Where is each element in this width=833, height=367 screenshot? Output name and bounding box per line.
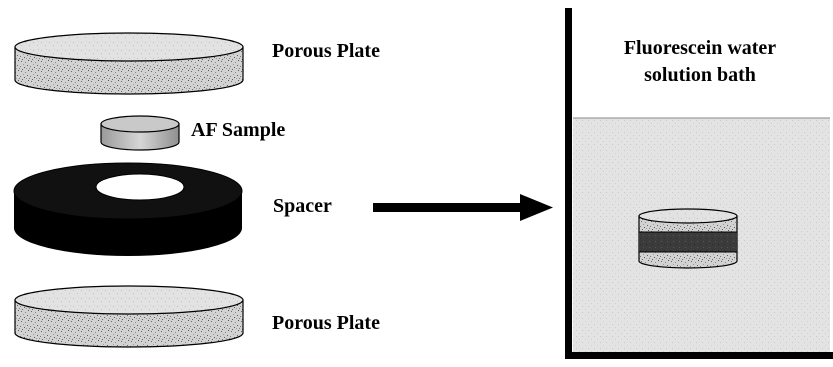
- porous-plate-top-label: Porous Plate: [272, 40, 380, 62]
- porous-plate-bottom-label: Porous Plate: [272, 312, 380, 334]
- af-sample-label: AF Sample: [191, 119, 286, 141]
- porous-plate-bottom: [14, 285, 244, 348]
- spacer: [13, 162, 243, 256]
- right-arrow-icon: [373, 194, 553, 221]
- af-sample: [100, 115, 180, 151]
- bath-title-line-2: solution bath: [644, 64, 756, 86]
- bath-title: Fluorescein water solution bath: [570, 35, 830, 89]
- bath-title-line-1: Fluorescein water: [623, 37, 777, 59]
- spacer-label: Spacer: [273, 195, 332, 217]
- sample-sandwich: [638, 208, 738, 269]
- porous-plate-top: [14, 32, 244, 95]
